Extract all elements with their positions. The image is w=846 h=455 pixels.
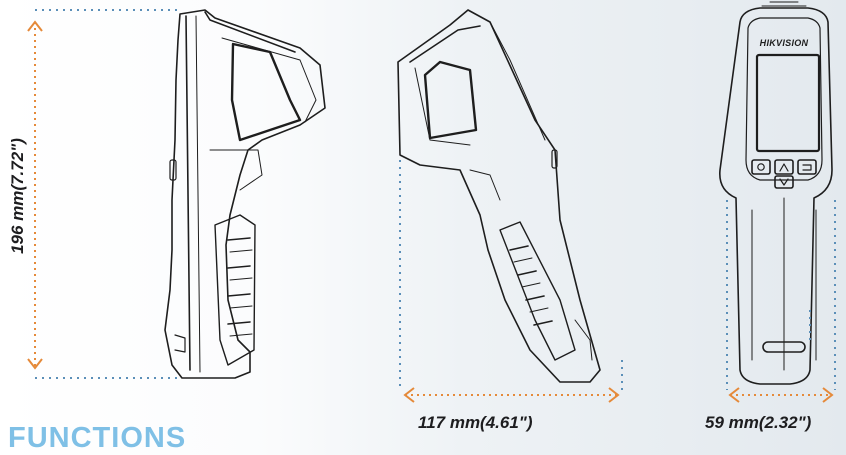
height-dimension-label: 196 mm(7.72") [8, 138, 27, 254]
thermometer-front-view [719, 1, 833, 385]
thermometer-side-view [164, 9, 326, 379]
brand-logo: HIKVISION [760, 38, 809, 48]
thermometer-angled-view [397, 9, 601, 383]
depth-dimension-label: 117 mm(4.61") [418, 413, 533, 432]
dimension-guides [27, 9, 836, 403]
width-dimension-label: 59 mm(2.32") [705, 413, 812, 432]
product-dimension-diagram: HIKVISION [27, 1, 836, 403]
